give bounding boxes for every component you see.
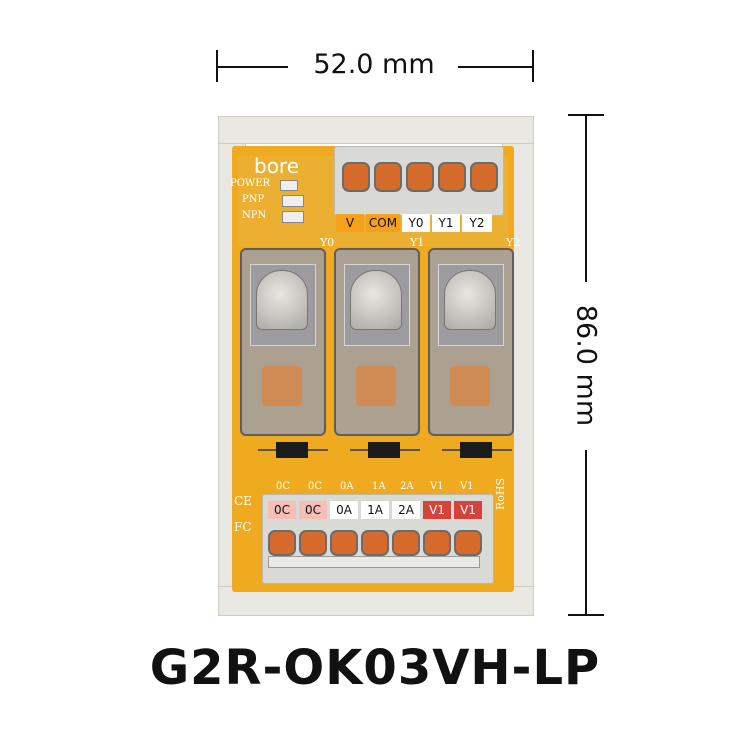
bottom-terminal-0a: 0A (330, 501, 358, 519)
bottom-terminal-v1-a: V1 (423, 501, 451, 519)
relay-y1 (334, 248, 420, 436)
bottom-clamp-4 (392, 530, 420, 556)
indicator-pnp-label: PNP (242, 194, 265, 205)
top-clamp-com (374, 162, 402, 192)
model-name: G2R-OK03VH-LP (149, 640, 601, 696)
top-terminal-v: V (336, 214, 364, 232)
top-clamp-y2 (470, 162, 498, 192)
bottom-terminal-v1-b: V1 (454, 501, 482, 519)
bottom-terminal-1a: 1A (361, 501, 389, 519)
diode-y2 (460, 442, 492, 458)
relay-coil-y1 (350, 270, 402, 330)
diode-row (248, 436, 512, 466)
bottom-terminal-0c-b: 0C (299, 501, 327, 519)
bottom-silk-4: 2A (400, 481, 414, 492)
diode-y1 (368, 442, 400, 458)
width-label: 52.0 mm (313, 49, 435, 80)
top-clamp-y1 (438, 162, 466, 192)
bottom-clamp-1 (299, 530, 327, 556)
relay-contacts-y1 (356, 366, 396, 406)
top-terminal-com: COM (366, 214, 400, 232)
bottom-silk-6: V1 (460, 481, 474, 492)
bottom-silk-1: 0C (308, 481, 323, 492)
bottom-terminal-2a: 2A (392, 501, 420, 519)
bottom-silk-3: 1A (372, 481, 386, 492)
indicator-npn-label: NPN (242, 210, 267, 221)
height-label: 86.0 mm (570, 304, 602, 427)
indicator-power-label: POWER (230, 178, 271, 189)
relay-coil-y0 (256, 270, 308, 330)
switch-pnp (282, 195, 304, 207)
bottom-clamps (268, 524, 488, 574)
height-dimension: 86.0 mm (562, 114, 610, 616)
bottom-clamp-2 (330, 530, 358, 556)
diode-y0 (276, 442, 308, 458)
rail-top (218, 116, 534, 144)
bottom-clamp-3 (361, 530, 389, 556)
bottom-terminal-0c-a: 0C (268, 501, 296, 519)
ce-mark: CE (234, 494, 252, 508)
bottom-silk-0: 0C (276, 481, 291, 492)
fc-mark: FC (234, 520, 252, 534)
bottom-clamp-0 (268, 530, 296, 556)
relay-label-y1: Y1 (410, 236, 425, 249)
relay-contacts-y0 (262, 366, 302, 406)
top-clamps (342, 162, 502, 202)
bottom-clamp-5 (423, 530, 451, 556)
switch-npn (282, 211, 304, 223)
relay-contacts-y2 (450, 366, 490, 406)
brand-logo: bore (254, 154, 300, 178)
product-photo: bore POWER PNP NPN V COM Y0 Y1 Y2 Y0 Y1 … (218, 116, 536, 616)
width-dimension: 52.0 mm (216, 44, 534, 88)
top-clamp-y0 (406, 162, 434, 192)
led-power (280, 180, 298, 191)
relay-label-y2: Y2 (506, 236, 521, 249)
top-terminal-y1: Y1 (432, 214, 460, 232)
top-terminal-y0: Y0 (402, 214, 430, 232)
relay-coil-y2 (444, 270, 496, 330)
relay-label-y0: Y0 (320, 236, 335, 249)
relay-y0 (240, 248, 326, 436)
top-terminal-y2: Y2 (462, 214, 492, 232)
bottom-clamp-6 (454, 530, 482, 556)
bottom-silk-5: V1 (430, 481, 444, 492)
bottom-silk-2: 0A (340, 481, 354, 492)
relay-y2 (428, 248, 514, 436)
rohs-mark: RoHS (494, 477, 507, 510)
top-clamp-v (342, 162, 370, 192)
